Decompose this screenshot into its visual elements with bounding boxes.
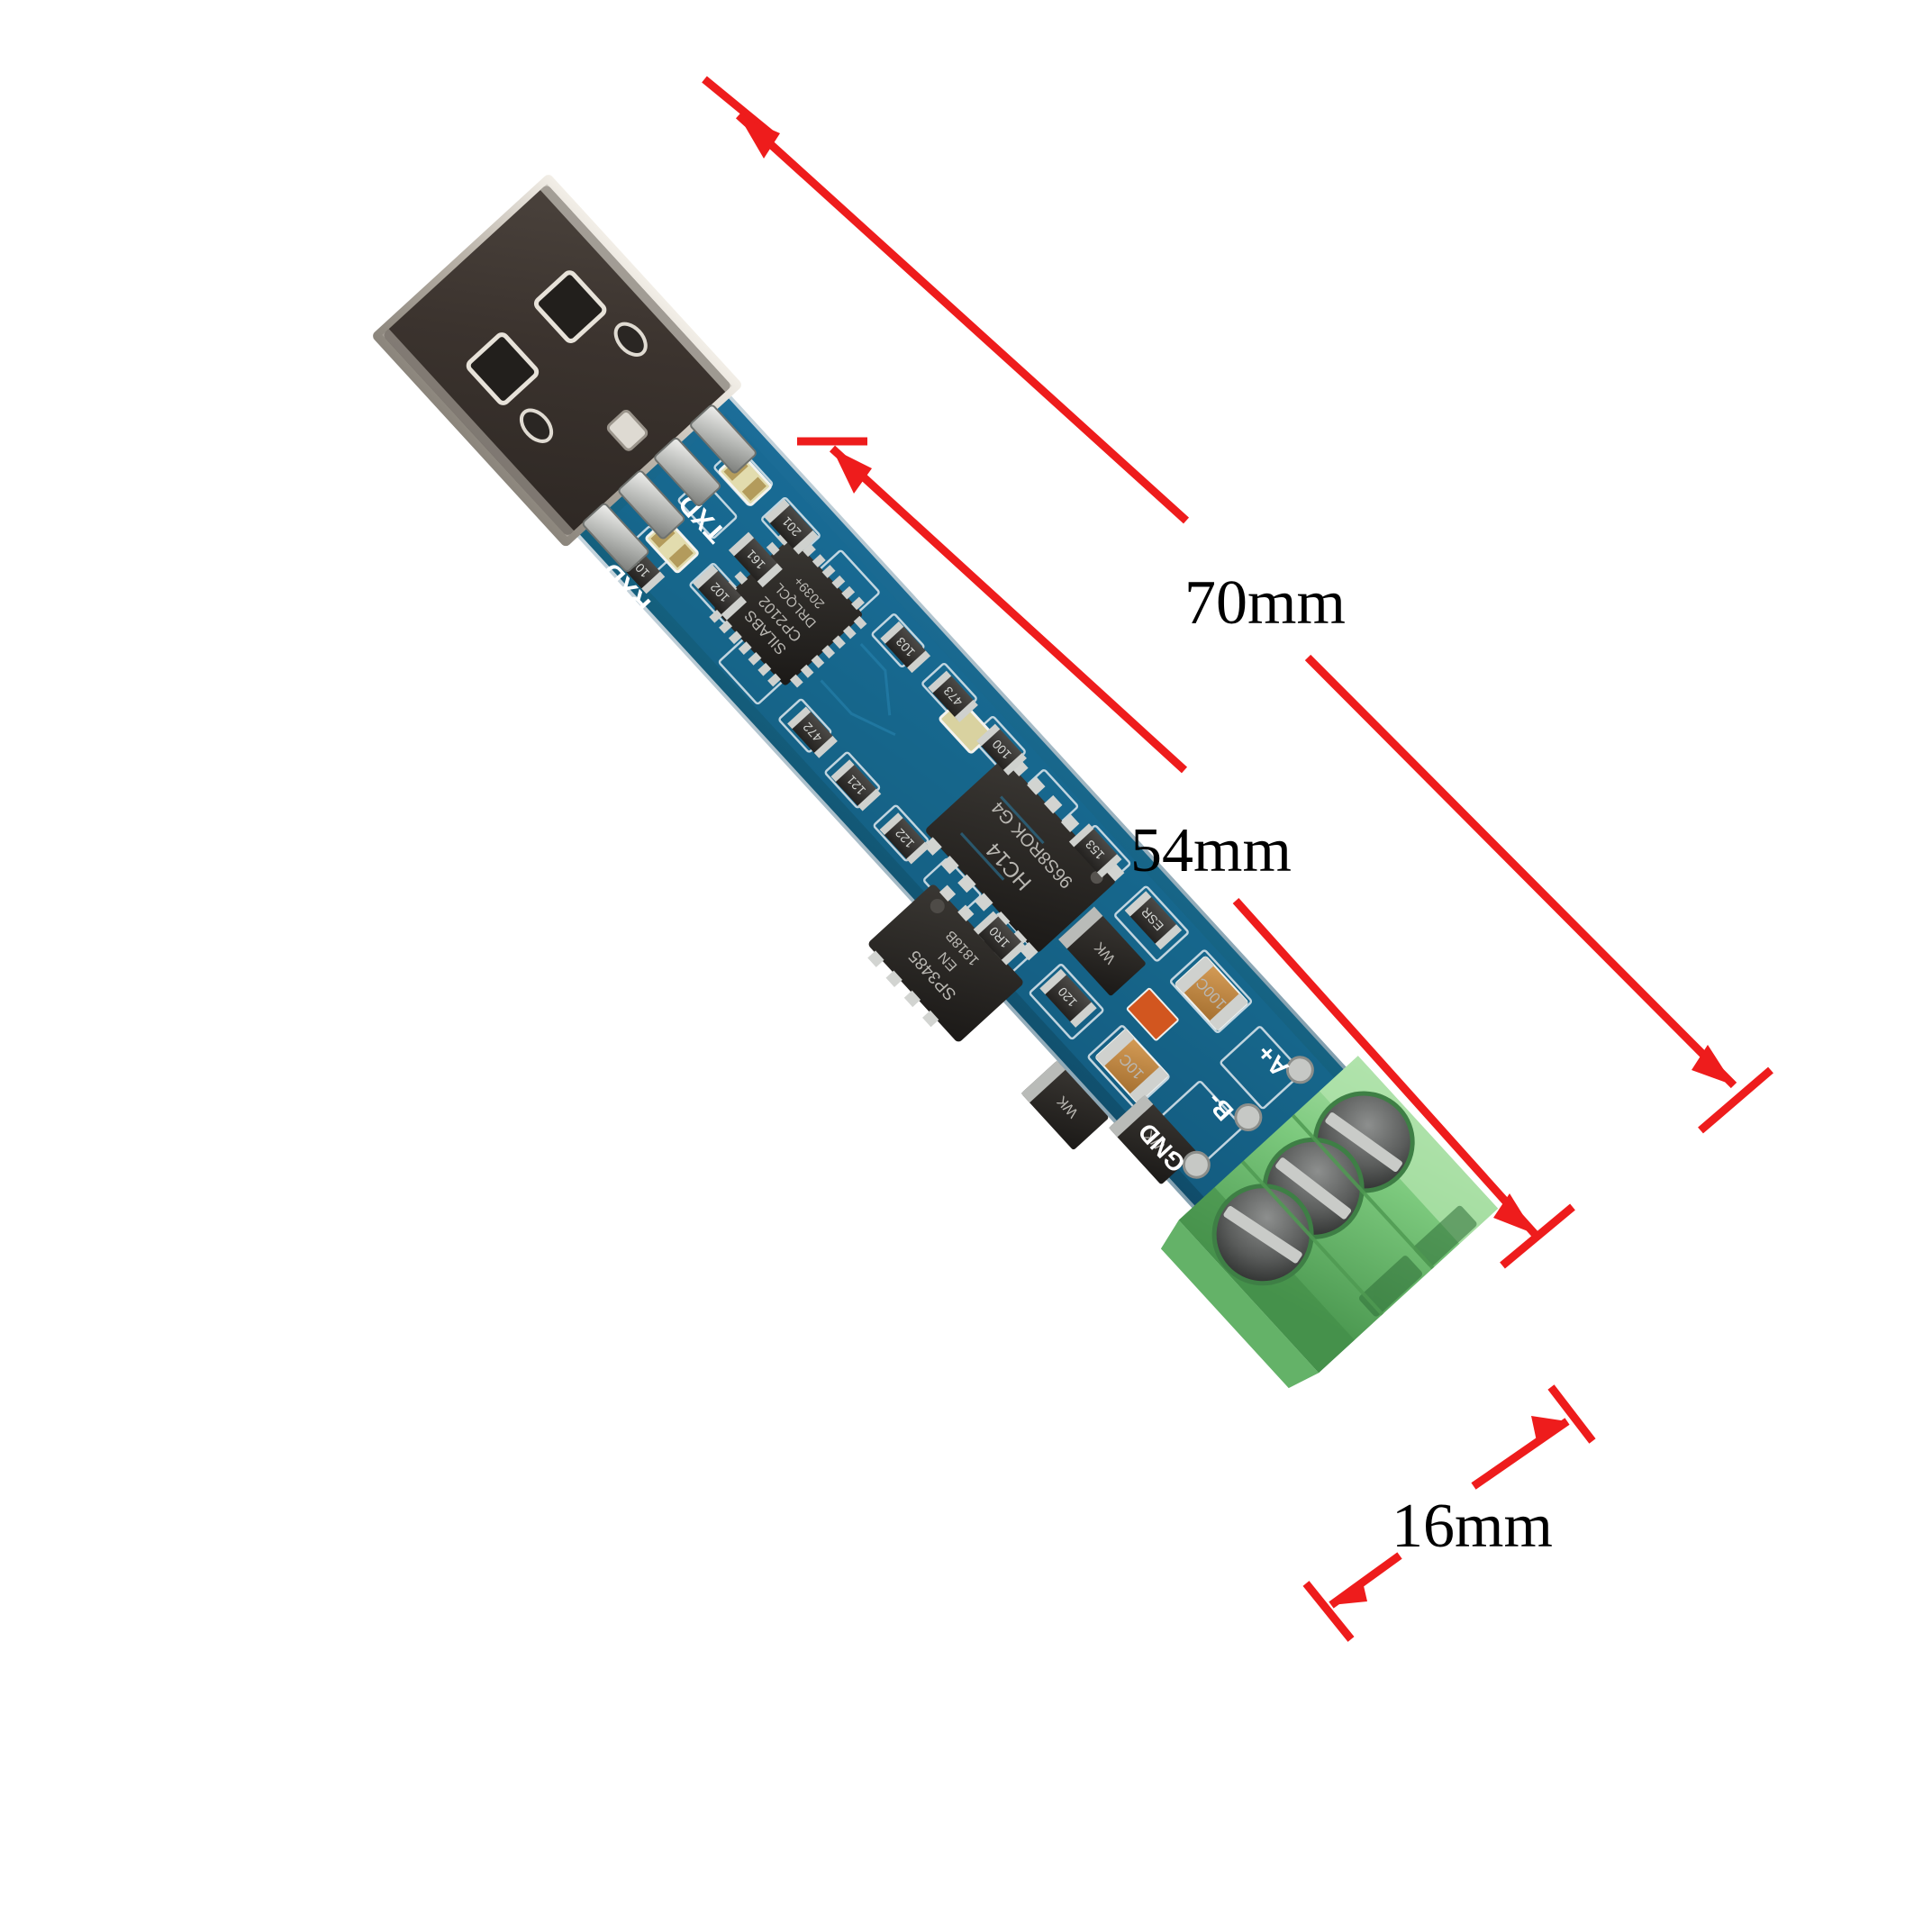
usb-a-connector <box>373 175 757 573</box>
dimension-label-70mm: 70mm <box>1184 568 1346 638</box>
dimension-label-16mm: 16mm <box>1392 1492 1553 1561</box>
dimension-label-54mm: 54mm <box>1130 816 1292 885</box>
